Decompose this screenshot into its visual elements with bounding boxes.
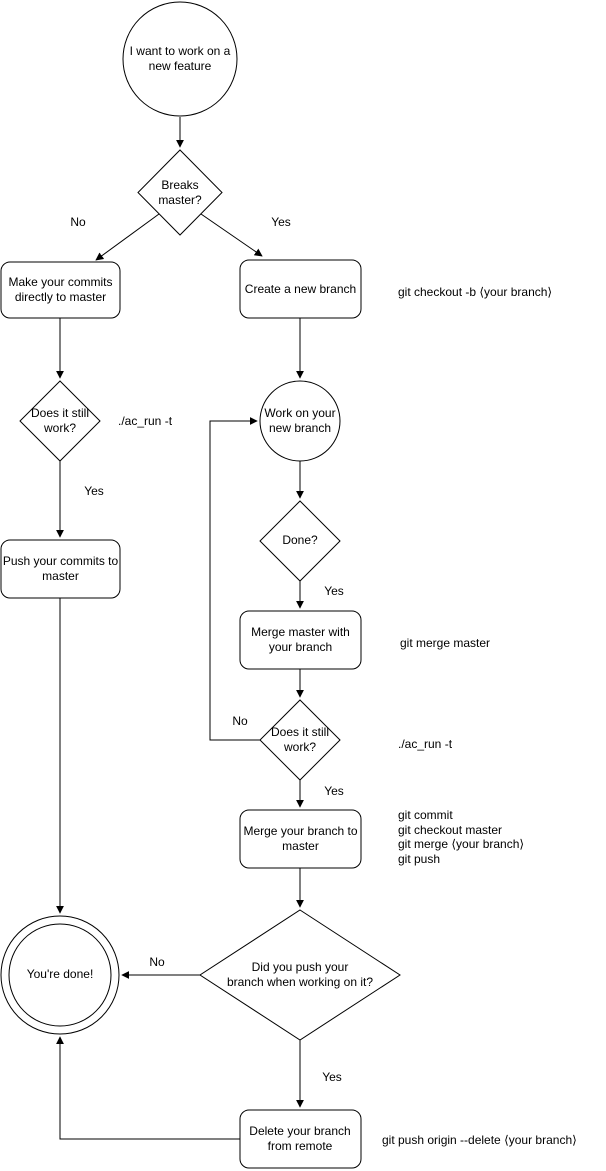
breaks-master-diamond bbox=[137, 149, 223, 236]
edge-breaks-master-no bbox=[95, 213, 160, 261]
push-commits-rect bbox=[0, 539, 121, 599]
does-it-work-1-label: Does it still work? bbox=[20, 405, 100, 436]
delete-branch-label-line1: Delete your branch bbox=[249, 1123, 351, 1138]
breaks-master-label-line1: Breaks bbox=[161, 177, 199, 192]
annotation-git-merge-branch: git merge ⟨your branch⟩ bbox=[398, 837, 525, 851]
youre-done-label: You're done! bbox=[12, 967, 108, 982]
annotation-ac-run-1: ./ac_run -t bbox=[118, 414, 173, 428]
push-commits-label-line1: Push your commits to bbox=[2, 553, 119, 568]
does-it-work-1-label-line2: work? bbox=[43, 420, 76, 435]
edge-label-breaks-no: No bbox=[70, 215, 86, 229]
edge-label-loop-no: No bbox=[232, 714, 248, 728]
merge-branch-label-line1: Merge your branch to bbox=[243, 823, 358, 838]
work-on-branch-circle bbox=[259, 380, 341, 462]
annotation-git-push: git push bbox=[398, 851, 441, 866]
does-it-work-2-label-line1: Does it still bbox=[270, 724, 329, 739]
edge-label-push-yes: Yes bbox=[322, 1070, 342, 1084]
merge-master-label: Merge master with your branch bbox=[243, 624, 358, 655]
youre-done-label-line1: You're done! bbox=[26, 967, 94, 981]
edge-label-work1-yes: Yes bbox=[84, 484, 104, 498]
merge-master-label-line1: Merge master with bbox=[251, 624, 350, 639]
edge-breaks-master-yes bbox=[200, 213, 263, 257]
edge-label-work2-yes: Yes bbox=[324, 784, 344, 798]
start-circle bbox=[122, 1, 238, 117]
make-commits-label-line1: Make your commits bbox=[8, 274, 113, 289]
annotation-git-push-delete: git push origin --delete ⟨your branch⟩ bbox=[382, 1133, 577, 1147]
did-you-push-label-line1: Did you push your bbox=[251, 959, 349, 974]
create-branch-label: Create a new branch bbox=[241, 282, 360, 297]
youre-done-inner-circle bbox=[8, 923, 112, 1027]
create-branch-rect bbox=[239, 259, 362, 319]
edge-label-breaks-yes: Yes bbox=[271, 215, 291, 229]
merge-branch-rect bbox=[239, 809, 362, 869]
make-commits-label: Make your commits directly to master bbox=[2, 274, 119, 305]
does-it-work-1-diamond bbox=[19, 380, 101, 462]
make-commits-label-line2: directly to master bbox=[14, 289, 107, 304]
annotation-git-checkout: git checkout -b ⟨your branch⟩ bbox=[398, 285, 553, 299]
annotation-ac-run-2: ./ac_run -t bbox=[398, 737, 453, 751]
delete-branch-label-line2: from remote bbox=[267, 1138, 333, 1153]
does-it-work-2-label: Does it still work? bbox=[260, 724, 340, 755]
work-on-branch-label-line2: new branch bbox=[268, 420, 332, 435]
done-q-label-line1: Done? bbox=[282, 533, 318, 547]
merge-branch-label: Merge your branch to master bbox=[241, 823, 360, 854]
annotation-git-commit: git commit bbox=[398, 808, 453, 822]
does-it-work-1-label-line1: Does it still bbox=[30, 405, 89, 420]
edge-delete-branch-to-youre-done bbox=[56, 1036, 240, 1140]
delete-branch-rect bbox=[239, 1109, 362, 1169]
annotation-git-merge-master: git merge master bbox=[400, 636, 491, 650]
does-it-work-2-label-line2: work? bbox=[283, 739, 316, 754]
did-you-push-label-line2: branch when working on it? bbox=[226, 974, 374, 989]
youre-done-outer-circle bbox=[0, 915, 120, 1035]
make-commits-rect bbox=[0, 261, 121, 319]
create-branch-label-line1: Create a new branch bbox=[244, 282, 357, 296]
push-commits-label-line2: master bbox=[42, 568, 79, 583]
done-q-diamond bbox=[259, 500, 341, 582]
breaks-master-label-line2: master? bbox=[158, 192, 202, 207]
merge-master-rect bbox=[239, 610, 362, 670]
merge-master-label-line2: your branch bbox=[268, 639, 333, 654]
work-on-branch-label: Work on your new branch bbox=[257, 405, 343, 436]
edge-label-done-yes: Yes bbox=[324, 584, 344, 598]
start-node-label: I want to work on a new feature bbox=[124, 38, 236, 80]
did-you-push-label: Did you push your branch when working on… bbox=[205, 959, 395, 990]
does-it-work-2-diamond bbox=[259, 699, 341, 781]
edge-label-push-no: No bbox=[149, 955, 165, 969]
delete-branch-label: Delete your branch from remote bbox=[244, 1123, 356, 1154]
annotation-git-checkout-master: git checkout master bbox=[398, 822, 503, 837]
start-node-label-line1: I want to work on a bbox=[129, 44, 231, 58]
breaks-master-label: Breaks master? bbox=[148, 177, 212, 208]
merge-branch-label-line2: master bbox=[282, 838, 319, 853]
done-q-label: Done? bbox=[270, 533, 330, 548]
annotation-merge-branch-commands: git commit git checkout master git merge… bbox=[398, 808, 524, 866]
work-on-branch-label-line1: Work on your bbox=[264, 405, 336, 420]
push-commits-label: Push your commits to master bbox=[2, 553, 119, 584]
edge-does-it-work-2-no-loop bbox=[209, 417, 260, 741]
did-you-push-diamond bbox=[199, 909, 401, 1041]
start-node-label-line2: new feature bbox=[148, 59, 212, 73]
